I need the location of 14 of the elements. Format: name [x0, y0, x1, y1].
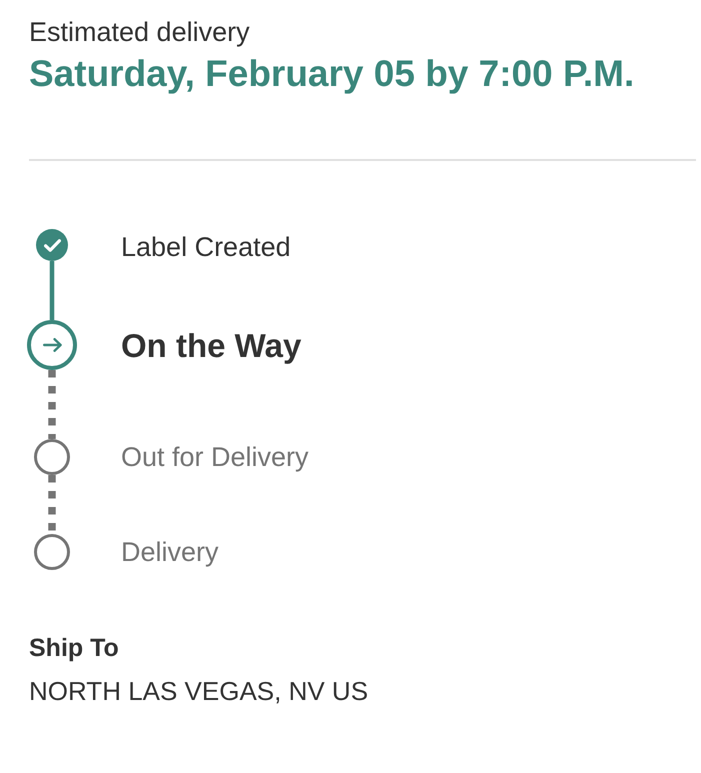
step-circle: [27, 320, 77, 370]
step-label: On the Way: [121, 327, 302, 366]
connector-line: [50, 261, 54, 320]
address-text: NORTH LAS VEGAS, NV US: [29, 676, 368, 707]
step-label: Out for Delivery: [121, 442, 309, 474]
section-heading: Ship To: [29, 634, 119, 663]
step-circle: [36, 229, 68, 261]
label-text: Estimated delivery: [29, 17, 250, 48]
step-label: Label Created: [121, 232, 291, 264]
step-circle: [34, 534, 70, 570]
step-circle: [34, 439, 70, 475]
date-heading: Saturday, February 05 by 7:00 P.M.: [29, 53, 634, 96]
dotted-connector: [48, 370, 56, 439]
step-label: Delivery: [121, 537, 219, 568]
